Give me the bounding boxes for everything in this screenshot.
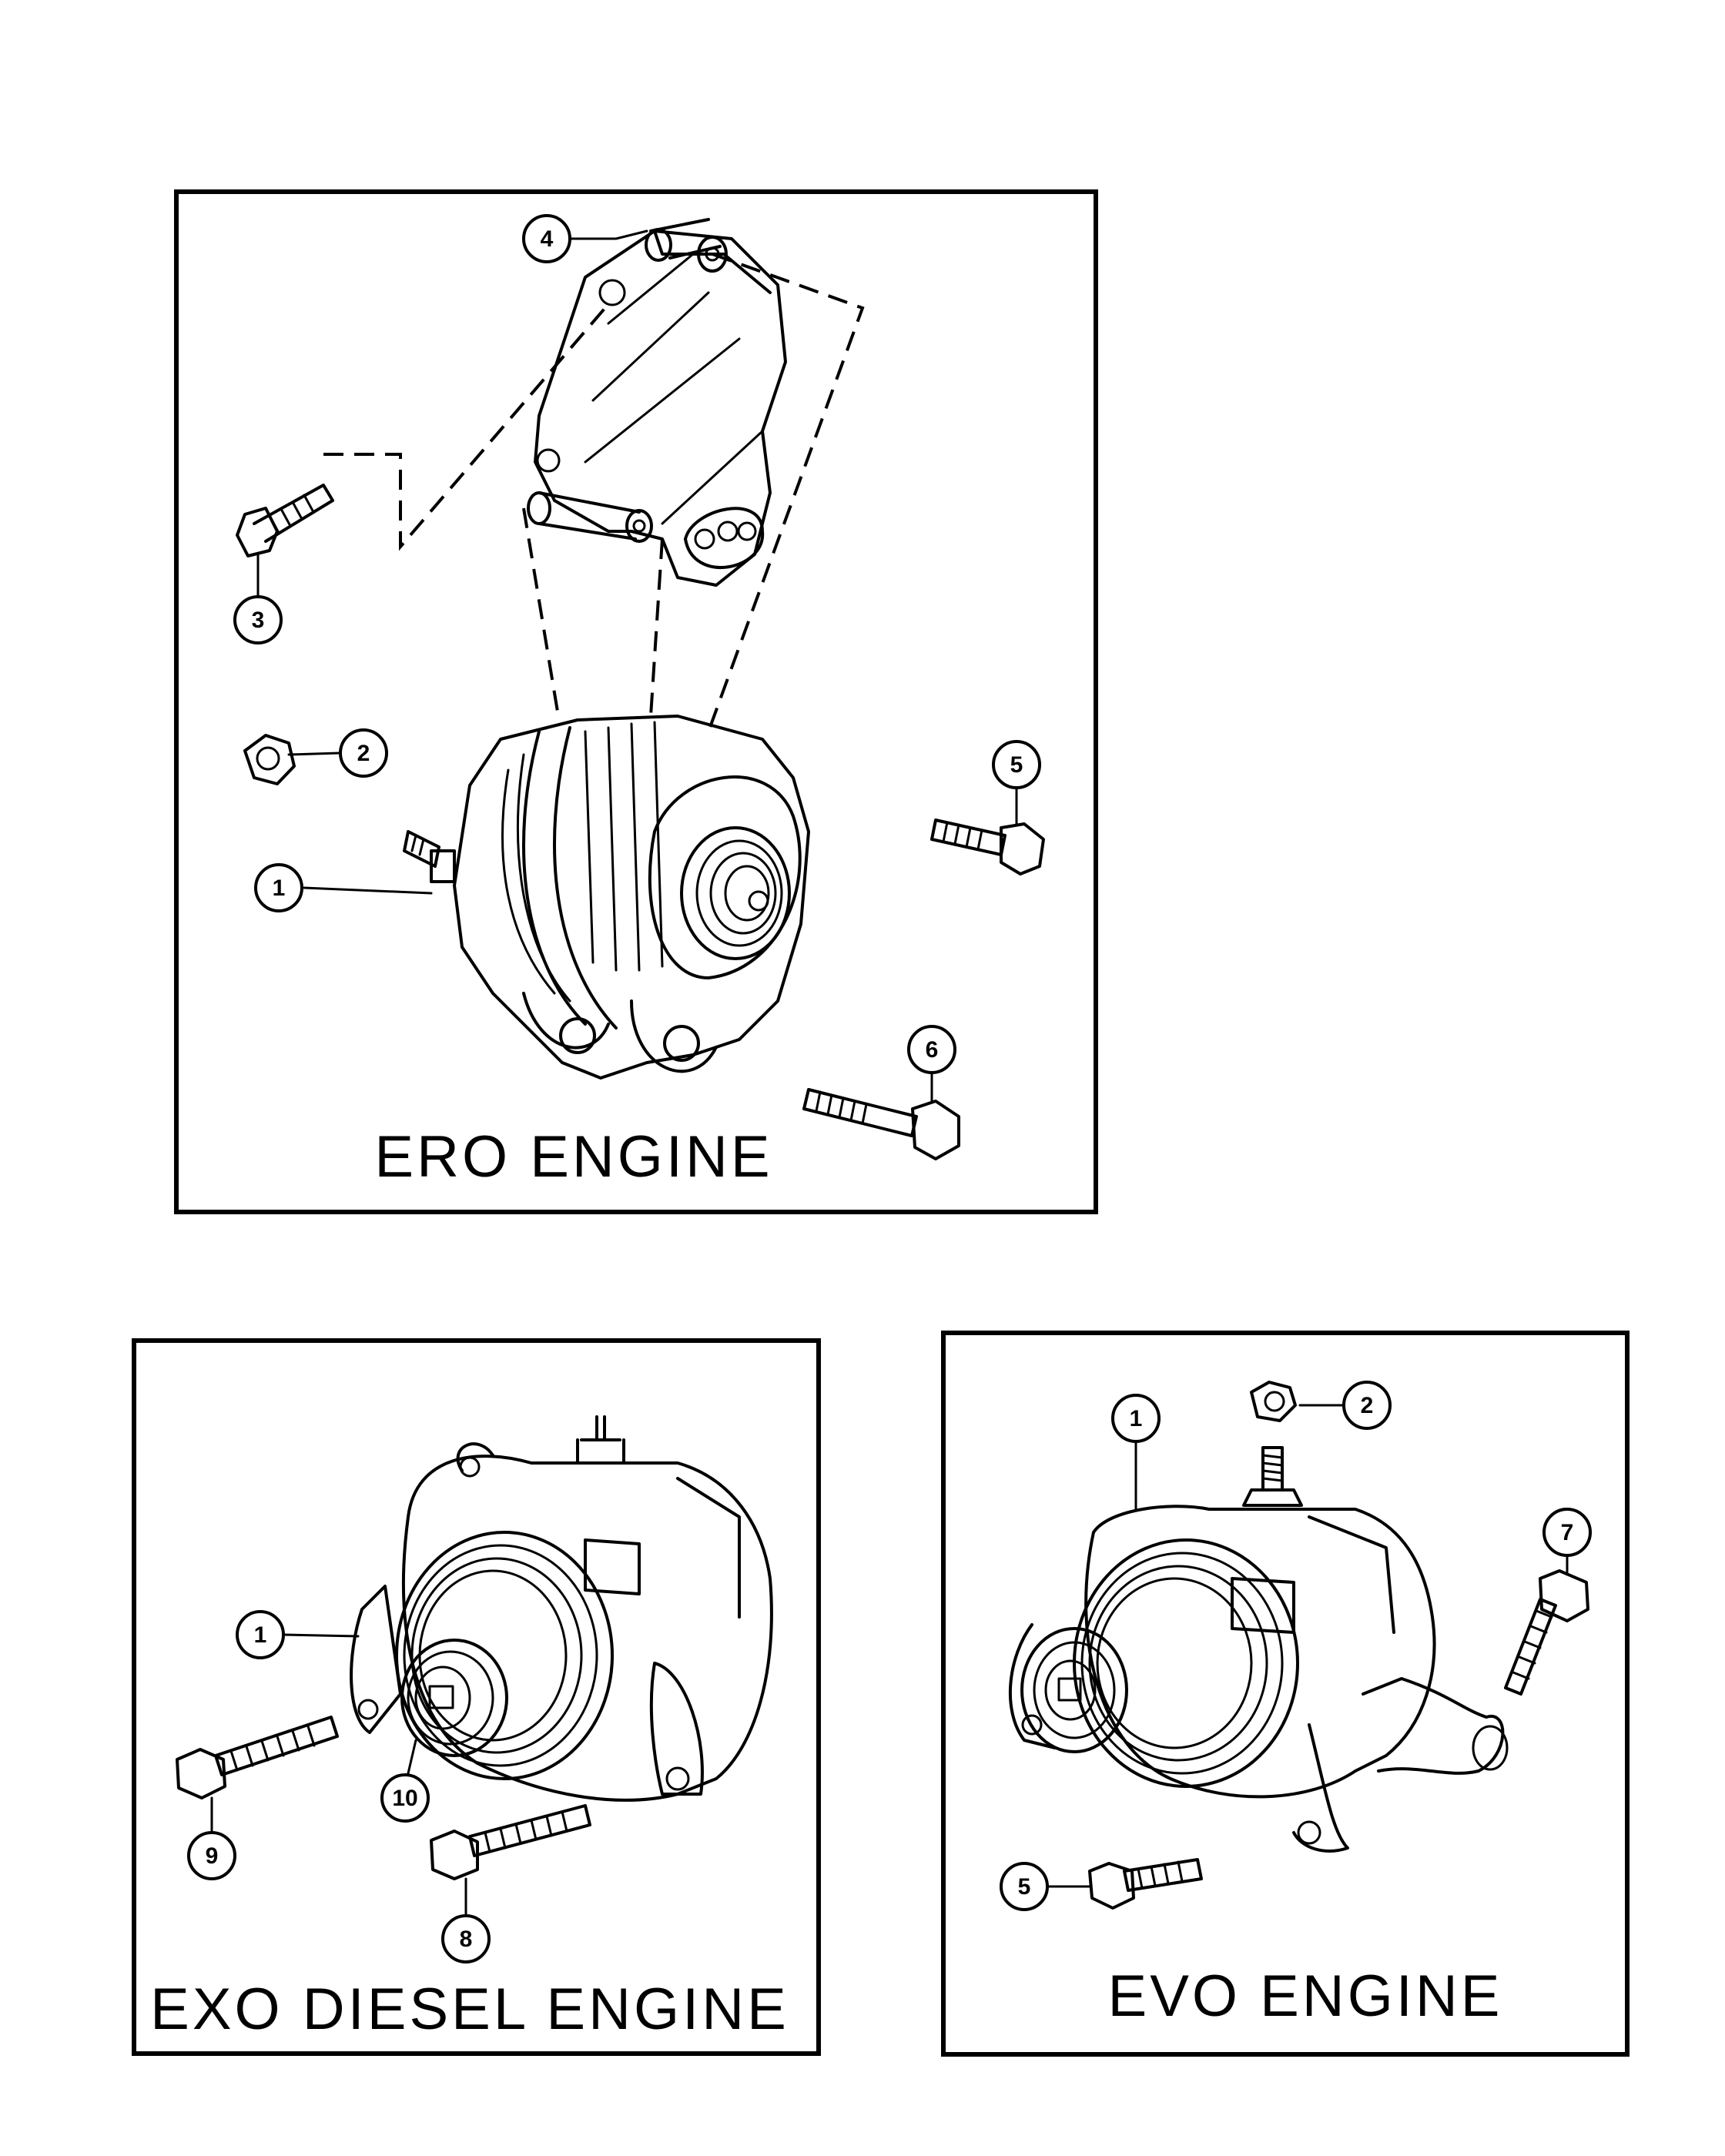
callout-6: 6 — [907, 1025, 956, 1074]
svg-text:4: 4 — [541, 226, 554, 252]
panel-frame — [941, 1331, 1630, 2057]
svg-text:7: 7 — [1561, 1520, 1574, 1545]
callout-2: 2 — [1342, 1381, 1392, 1430]
svg-text:8: 8 — [460, 1927, 473, 1952]
callout-1: 1 — [236, 1610, 285, 1659]
callout-7: 7 — [1542, 1508, 1592, 1557]
svg-text:1: 1 — [1130, 1406, 1143, 1431]
svg-text:1: 1 — [254, 1622, 267, 1648]
svg-text:5: 5 — [1010, 752, 1023, 778]
svg-text:10: 10 — [392, 1786, 417, 1811]
panel-title-evo: EVO ENGINE — [1108, 1964, 1503, 2029]
callout-2: 2 — [339, 728, 388, 778]
panel-ero-engine: 4 3 2 5 1 6 ERO ENGINE — [174, 189, 1098, 1214]
panel-title-exo: EXO DIESEL ENGINE — [150, 1977, 789, 2042]
svg-text:1: 1 — [273, 875, 286, 901]
panel-evo-engine: 1 2 7 5 EVO ENGINE — [941, 1331, 1630, 2057]
bolt-5-icon — [930, 819, 1045, 875]
svg-text:2: 2 — [357, 741, 370, 766]
callout-4: 4 — [522, 214, 571, 263]
callout-1: 1 — [254, 863, 303, 912]
bolt-6-icon — [802, 1088, 960, 1160]
bolt-3-icon — [236, 484, 334, 557]
callout-3: 3 — [233, 595, 283, 644]
svg-text:5: 5 — [1018, 1874, 1031, 1900]
bolt-7-icon — [1504, 1569, 1589, 1696]
callout-9: 9 — [187, 1831, 236, 1880]
panel-frame — [132, 1338, 821, 2056]
nut-2-icon — [243, 734, 296, 785]
panel-exo-diesel-engine: 1 9 10 8 EXO DIESEL ENGINE — [132, 1338, 821, 2056]
panel-title-ero: ERO ENGINE — [374, 1124, 772, 1190]
bolt-5-icon — [1088, 1858, 1203, 1910]
bolt-8-icon — [430, 1804, 591, 1880]
mounting-bracket — [527, 218, 787, 587]
callout-8: 8 — [441, 1914, 491, 1964]
panel-frame — [174, 189, 1098, 1214]
svg-text:9: 9 — [206, 1843, 219, 1869]
callout-5: 5 — [992, 740, 1041, 789]
svg-text:3: 3 — [252, 608, 265, 633]
svg-text:6: 6 — [926, 1037, 939, 1063]
svg-text:2: 2 — [1361, 1393, 1374, 1418]
callout-1: 1 — [1111, 1394, 1161, 1443]
alternator-evo — [1008, 1446, 1509, 1853]
bolt-9-icon — [176, 1716, 339, 1799]
callout-5: 5 — [1000, 1862, 1049, 1911]
alternator-ero — [403, 715, 810, 1080]
nut-2-icon — [1250, 1381, 1297, 1422]
callout-10: 10 — [380, 1773, 430, 1823]
alternator-exo — [350, 1415, 773, 1802]
